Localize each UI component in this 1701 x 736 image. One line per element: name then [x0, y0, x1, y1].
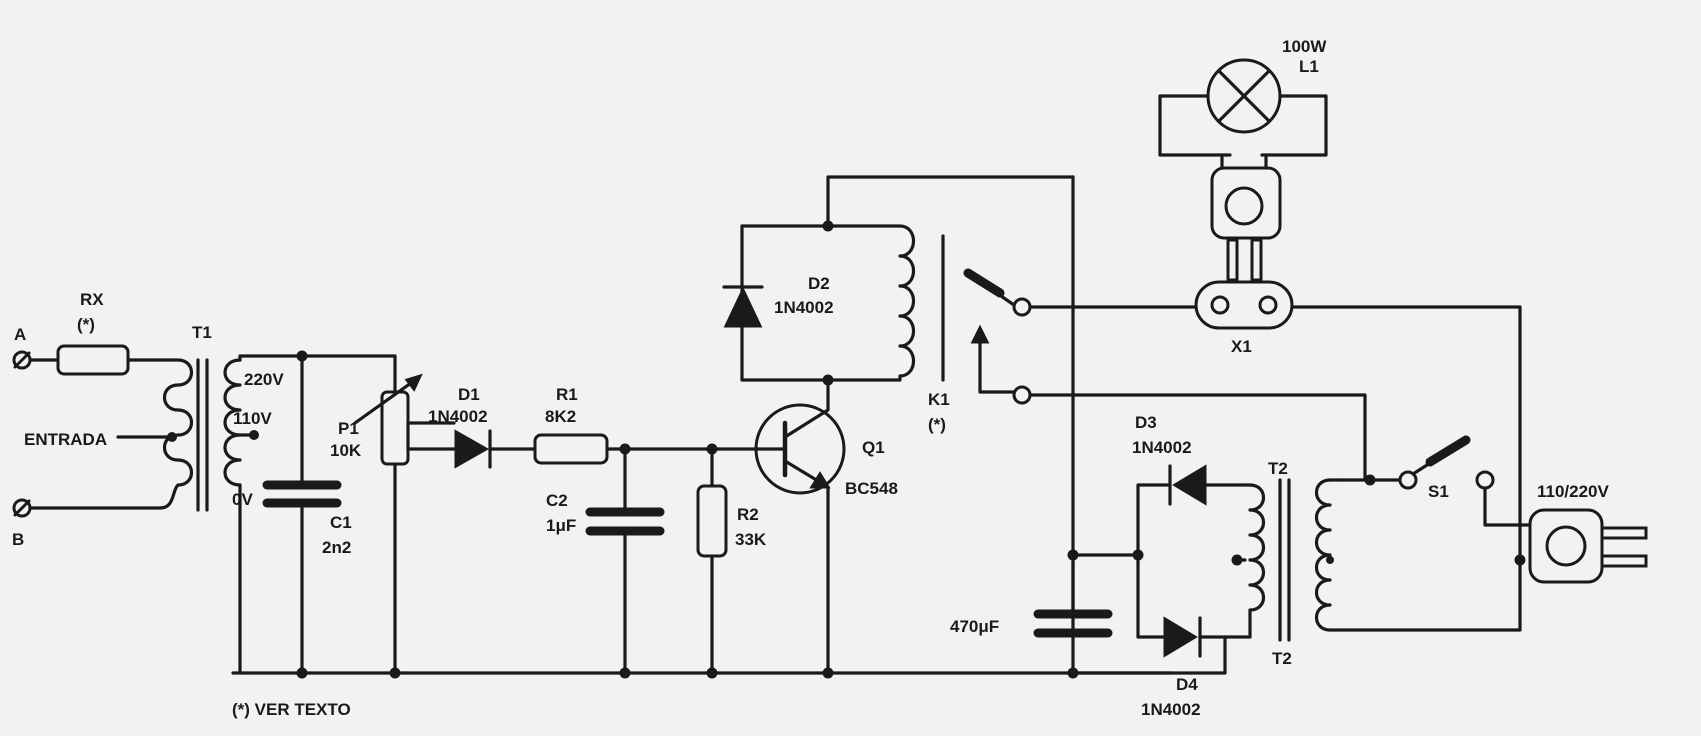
capacitor-c1 — [262, 354, 342, 675]
relay-k1 — [826, 224, 1032, 405]
label-tap-220: 220V — [244, 370, 284, 389]
label-p1-name: P1 — [338, 419, 359, 438]
diode-d3 — [1168, 464, 1247, 506]
label-d3-value: 1N4002 — [1132, 438, 1192, 457]
label-c2-value: 1μF — [546, 516, 576, 535]
potentiometer-p1 — [353, 354, 456, 675]
label-c-filter: 470μF — [950, 617, 999, 636]
label-d1-name: D1 — [458, 385, 480, 404]
label-t1-name: T1 — [192, 323, 212, 342]
transformer-t2 — [1278, 478, 1522, 642]
label-tap-0: 0V — [232, 490, 253, 509]
label-t2-top: T2 — [1268, 459, 1288, 478]
label-d2-value: 1N4002 — [774, 298, 834, 317]
resistor-r1 — [533, 433, 609, 465]
resistor-r2 — [696, 447, 728, 675]
label-p1-value: 10K — [330, 441, 362, 460]
resistor-rx — [56, 344, 130, 376]
label-footnote: (*) VER TEXTO — [232, 700, 351, 719]
label-d4-name: D4 — [1176, 675, 1198, 694]
label-l1-name: L1 — [1299, 57, 1319, 76]
label-r1-name: R1 — [556, 385, 578, 404]
diode-d1 — [406, 429, 537, 469]
label-mains: 110/220V — [1537, 482, 1610, 501]
label-c1-name: C1 — [330, 513, 352, 532]
transformer-t1 — [196, 358, 242, 512]
label-r2-name: R2 — [737, 505, 759, 524]
label-d1-value: 1N4002 — [428, 407, 488, 426]
label-terminal-b: B — [12, 530, 24, 549]
label-d3-name: D3 — [1135, 413, 1157, 432]
input-terminal-a — [12, 350, 32, 370]
label-s1-name: S1 — [1428, 482, 1449, 501]
socket-x1 — [1194, 280, 1294, 330]
label-q1-name: Q1 — [862, 438, 885, 457]
label-c2-name: C2 — [546, 491, 568, 510]
capacitor-470uF — [1033, 553, 1113, 638]
lamp-l1 — [1158, 58, 1328, 282]
label-entrada: ENTRADA — [24, 430, 107, 449]
switch-s1 — [1398, 435, 1532, 527]
label-rx-note: (*) — [77, 315, 95, 334]
label-d4-value: 1N4002 — [1141, 700, 1201, 719]
label-c1-value: 2n2 — [322, 538, 351, 557]
capacitor-c2 — [585, 447, 665, 675]
label-k1-note: (*) — [928, 415, 946, 434]
transistor-q1 — [753, 378, 846, 675]
label-x1-name: X1 — [1231, 337, 1252, 356]
label-k1-name: K1 — [928, 390, 950, 409]
mains-plug — [1528, 508, 1648, 584]
label-d2-name: D2 — [808, 274, 830, 293]
diode-d4 — [1071, 616, 1227, 675]
label-l1-power: 100W — [1282, 37, 1327, 56]
label-t2-bottom: T2 — [1272, 649, 1292, 668]
label-tap-110: 110V — [233, 409, 272, 428]
input-terminal-b — [12, 498, 32, 518]
label-r1-value: 8K2 — [545, 407, 576, 426]
label-r2-value: 33K — [735, 530, 767, 549]
label-rx-name: RX — [80, 290, 104, 309]
diode-d2 — [722, 285, 764, 328]
label-q1-value: BC548 — [845, 479, 898, 498]
label-terminal-a: A — [14, 325, 26, 344]
